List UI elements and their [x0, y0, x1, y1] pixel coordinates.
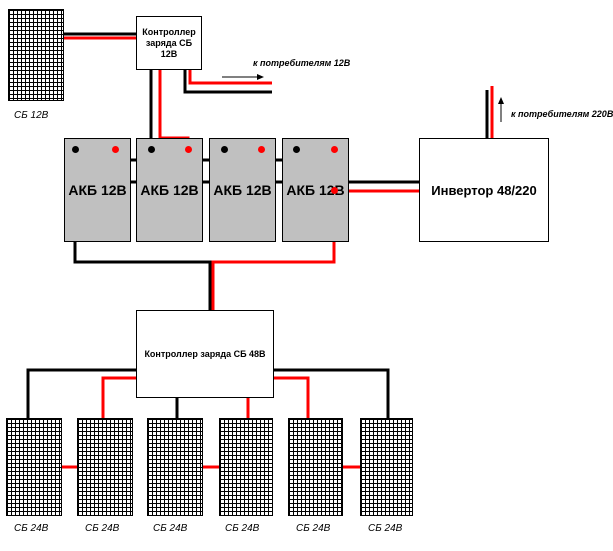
solar-panel-24v-4: [219, 418, 273, 516]
consumers-12v-label: к потребителям 12В: [253, 58, 351, 68]
solar-panel-24v-6: [360, 418, 413, 516]
battery-2-negative-terminal: [148, 146, 155, 153]
wire-string-left-negative: [26, 368, 136, 418]
inverter: Инвертор 48/220: [419, 138, 549, 242]
battery-1-label: АКБ 12В: [68, 182, 127, 198]
charge-controller-12v: Контроллер заряда СБ 12В: [136, 16, 202, 70]
wire-consumers12-negative: [183, 70, 272, 94]
battery-3-negative-terminal: [221, 146, 228, 153]
battery-4-label: АКБ 12В: [286, 182, 345, 198]
charge-controller-12v-label: Контроллер заряда СБ 12В: [142, 26, 196, 59]
wire-string-left-positive: [101, 376, 136, 418]
battery-3: АКБ 12В: [209, 138, 276, 242]
charge-controller-48v: Контроллер заряда СБ 48В: [136, 310, 274, 398]
battery-3-label: АКБ 12В: [213, 182, 272, 198]
battery-2-label: АКБ 12В: [140, 182, 199, 198]
solar-panel-24v-3: [147, 418, 203, 516]
battery-4: АКБ 12В: [282, 138, 349, 242]
solar-panel-12v-label: СБ 12В: [14, 110, 49, 121]
battery-4-positive-terminal: [331, 146, 338, 153]
solar-panel-24v-4-label: СБ 24В: [225, 523, 260, 534]
solar-panel-12v: [8, 9, 64, 101]
battery-2-positive-terminal: [185, 146, 192, 153]
arrow-consumers12-head: [257, 74, 264, 80]
solar-panel-24v-2: [77, 418, 133, 516]
battery-1-negative-terminal: [72, 146, 79, 153]
battery-4-inverter-junction: [331, 187, 338, 194]
battery-2: АКБ 12В: [136, 138, 203, 242]
battery-4-negative-terminal: [293, 146, 300, 153]
solar-panel-24v-5: [288, 418, 343, 516]
battery-1: АКБ 12В: [64, 138, 131, 242]
wire-consumers12-positive: [188, 70, 272, 85]
solar-panel-24v-1: [6, 418, 62, 516]
solar-panel-24v-5-label: СБ 24В: [296, 523, 331, 534]
arrow-consumers220-head: [498, 97, 504, 104]
battery-1-positive-terminal: [112, 146, 119, 153]
inverter-label: Инвертор 48/220: [431, 182, 537, 198]
solar-panel-24v-6-label: СБ 24В: [368, 523, 403, 534]
battery-3-positive-terminal: [258, 146, 265, 153]
wire-string-right-positive: [273, 376, 310, 418]
solar-panel-24v-3-label: СБ 24В: [153, 523, 188, 534]
solar-panel-24v-1-label: СБ 24В: [14, 523, 49, 534]
consumers-220v-label: к потребителям 220В: [511, 109, 613, 119]
charge-controller-48v-label: Контроллер заряда СБ 48В: [144, 349, 266, 359]
solar-panel-24v-2-label: СБ 24В: [85, 523, 120, 534]
wire-string-right-negative: [273, 368, 390, 418]
